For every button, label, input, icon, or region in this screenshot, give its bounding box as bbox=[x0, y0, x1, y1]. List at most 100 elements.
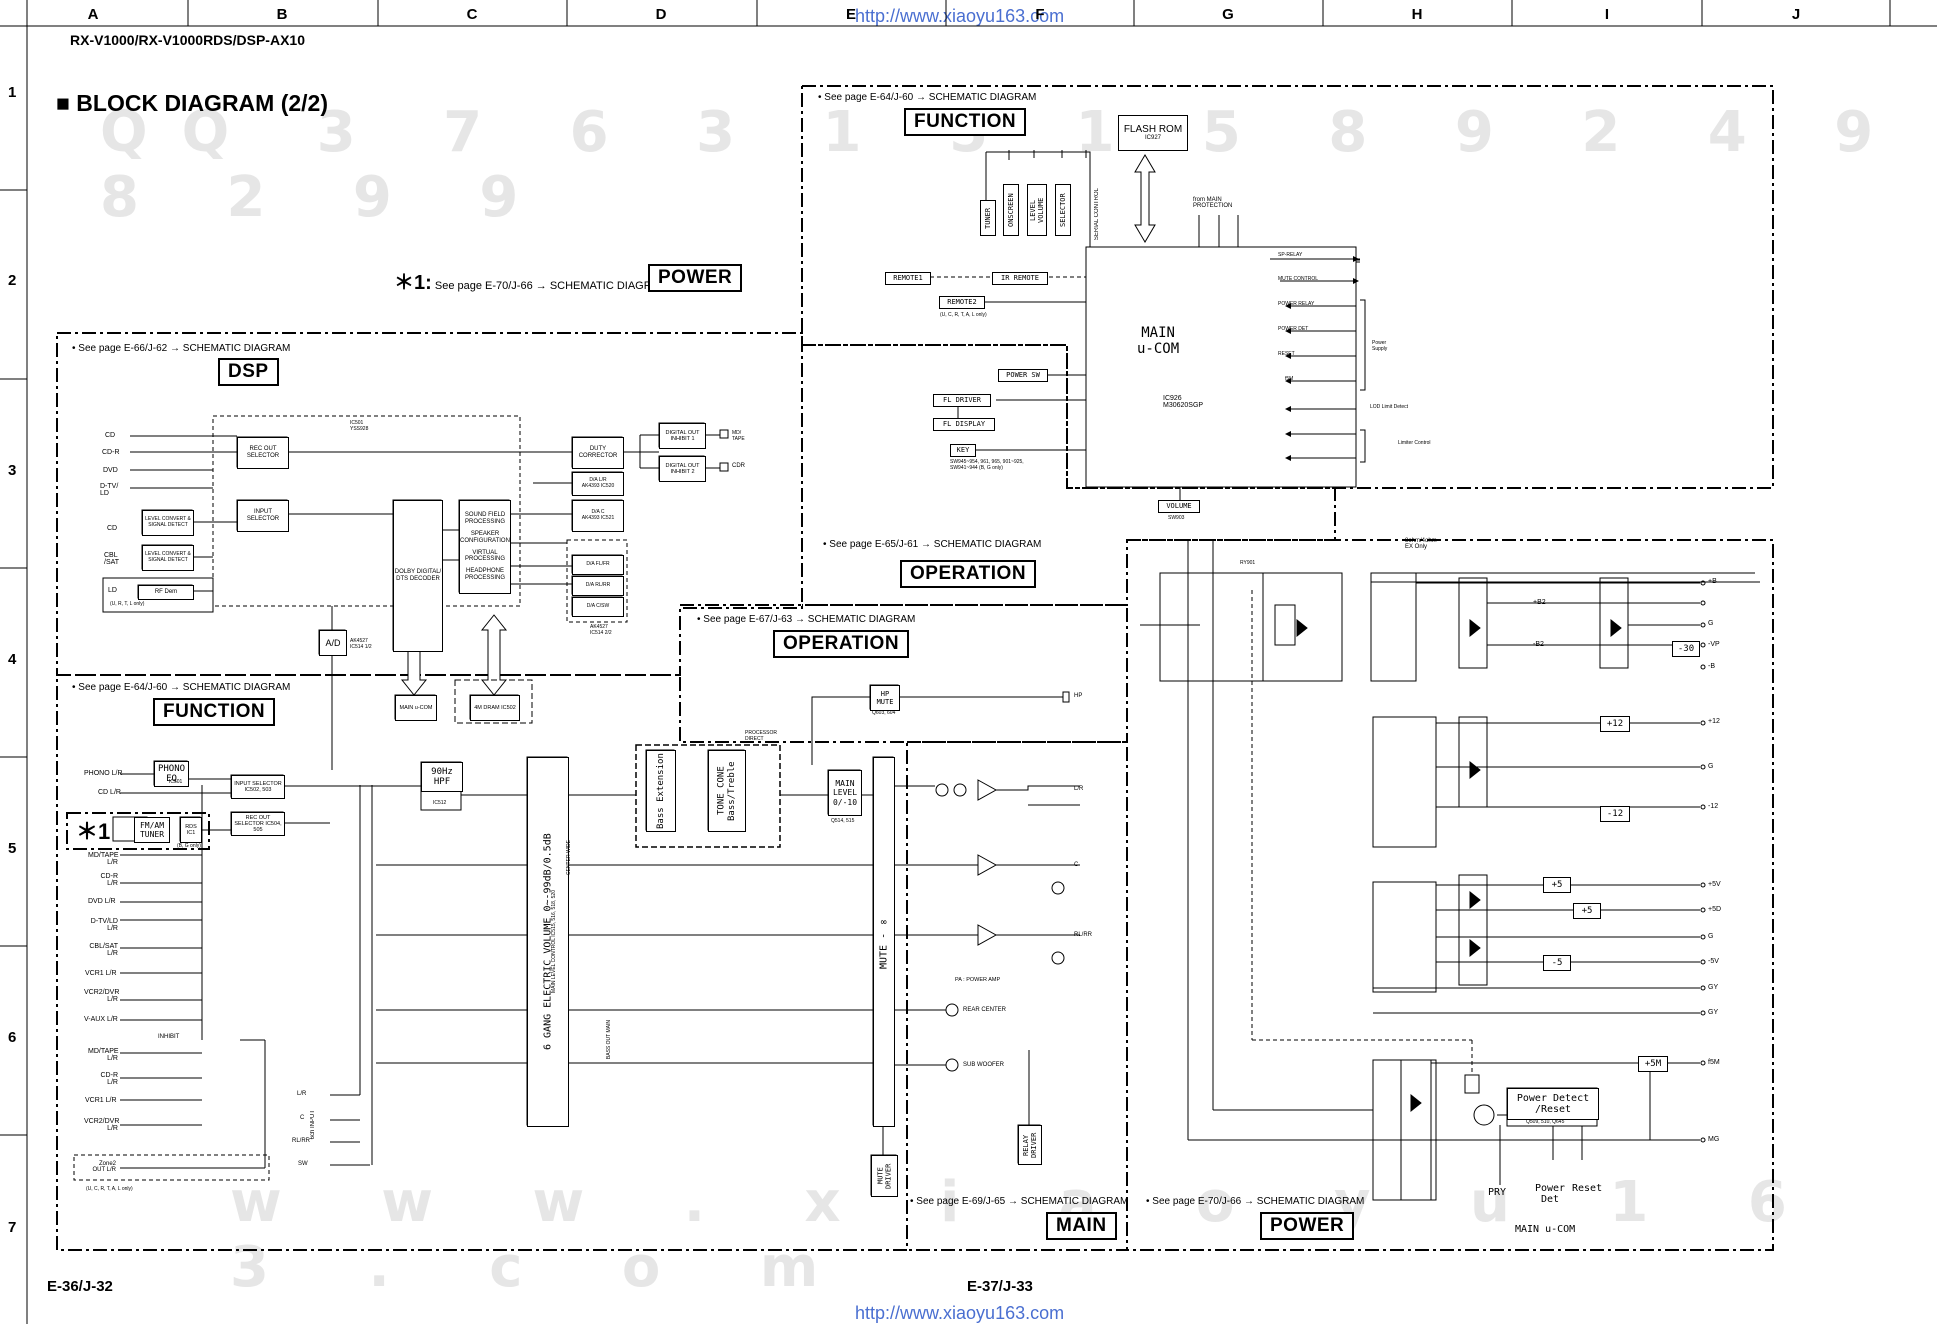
in-vcr1: VCR1 L/R bbox=[85, 970, 117, 977]
tone-control: TONE CONE Bass/Treble bbox=[708, 750, 746, 832]
operation-1-label: OPERATION bbox=[900, 560, 1037, 588]
function-bottom-label: FUNCTION bbox=[153, 698, 276, 726]
mcu-out-sp-relay: SP-RELAY bbox=[1278, 252, 1303, 258]
input-selector: INPUT SELECTOR IC502, 503 bbox=[231, 775, 285, 799]
reg-plus-5-a: +5 bbox=[1543, 877, 1571, 893]
cdr-out: CDR bbox=[732, 463, 745, 469]
operation-1-note: • See page E-65/J-61 → SCHEMATIC DIAGRAM bbox=[823, 539, 1042, 550]
signal-reset: Reset bbox=[1572, 1183, 1603, 1194]
rail-5v: +5V bbox=[1708, 881, 1721, 888]
mcu-out-power-relay: POWER RELAY bbox=[1278, 301, 1315, 307]
signal-pry: PRY bbox=[1488, 1187, 1507, 1198]
mcu-out-limiter: Limiter Control bbox=[1398, 440, 1431, 446]
zone2-out: Zone2 OUT L/R bbox=[92, 1161, 116, 1173]
bass-out-main: BASS OUT MAIN bbox=[606, 1020, 612, 1060]
remote1-input: REMOTE1 bbox=[885, 272, 931, 285]
dsp-main-ucom: MAIN u-COM bbox=[395, 695, 437, 721]
relay-driver: RELAY DRIVER bbox=[1018, 1125, 1042, 1165]
mcu-out-lod: LOD Limit Detect bbox=[1370, 404, 1409, 410]
dsp-in-cbl: CBL /SAT bbox=[104, 552, 120, 566]
mcu-out-mute-control: MUTE CONTROL bbox=[1278, 276, 1318, 282]
column-label: E bbox=[845, 6, 856, 23]
column-label: G bbox=[1222, 6, 1234, 23]
rec-out-selector: REC OUT SELECTOR IC504, 505 bbox=[231, 812, 285, 836]
hpf-ic: IC512 bbox=[433, 800, 447, 806]
row-label: 7 bbox=[8, 1219, 17, 1236]
fl-driver-input: FL DRIVER bbox=[933, 394, 991, 407]
dram: 4M DRAM IC502 bbox=[470, 695, 520, 721]
row-label: 5 bbox=[8, 840, 17, 857]
dsp-in-cd2: CD bbox=[107, 525, 118, 532]
power-ref-note: See page E-70/J-66 → SCHEMATIC DIAGRAM bbox=[434, 280, 669, 292]
in-dvd: DVD L/R bbox=[88, 898, 116, 905]
rail-minus-5v: -5V bbox=[1708, 958, 1719, 965]
main-ucom-ic: IC926 M30620SGP bbox=[1163, 395, 1204, 409]
rail-minus-b: -B bbox=[1708, 663, 1715, 670]
processor-direct: PROCESSOR DIRECT bbox=[745, 730, 777, 742]
page-number-left: E-36/J-32 bbox=[47, 1278, 113, 1295]
dsp-in-dtv: D-TV/ LD bbox=[100, 483, 119, 497]
reg-minus-12: -12 bbox=[1600, 806, 1630, 822]
rail-g3: G bbox=[1708, 933, 1714, 940]
function-top-note: • See page E-64/J-60 → SCHEMATIC DIAGRAM bbox=[818, 92, 1037, 103]
operation-2-note: • See page E-67/J-63 → SCHEMATIC DIAGRAM bbox=[697, 614, 916, 625]
power-supply-label: Power Supply bbox=[1372, 340, 1388, 352]
rail-minus-b2: -B2 bbox=[1533, 641, 1544, 648]
tuner-marker: ＊1 bbox=[76, 819, 111, 844]
rail-b: +B bbox=[1708, 578, 1717, 585]
page-number-right: E-37/J-33 bbox=[967, 1278, 1033, 1295]
rail-12: +12 bbox=[1708, 718, 1720, 725]
ad-converter: A/D bbox=[319, 630, 347, 656]
rail-gy1: GY bbox=[1708, 984, 1719, 991]
column-label: B bbox=[276, 6, 288, 23]
operation-2-label: OPERATION bbox=[773, 630, 910, 658]
background-watermark-letters: w w w . x i a o y u 1 6 3 . c o m bbox=[230, 1170, 1827, 1300]
rds-ic: RDS IC1 bbox=[180, 817, 202, 843]
fm-am-tuner: FM/AM TUNER bbox=[134, 817, 170, 843]
main-note: • See page E-69/J-65 → SCHEMATIC DIAGRAM bbox=[910, 1196, 1129, 1207]
serial-control-label: SERIAL CONTROL bbox=[1094, 188, 1100, 241]
in-vcr2: VCR2/DVR L/R bbox=[84, 989, 120, 1003]
ir-remote-chip: IR REMOTE bbox=[992, 272, 1048, 285]
in-cdr: CD-R L/R bbox=[100, 873, 119, 887]
level-convert-2: LEVEL CONVERT & SIGNAL DETECT bbox=[142, 545, 194, 571]
rail-gy2: GY bbox=[1708, 1009, 1719, 1016]
power-detect-reset: Power Detect /Reset bbox=[1507, 1088, 1599, 1120]
dac-csw: D/A C/SW bbox=[572, 597, 624, 617]
zone2-note: (U, C, R, T, A, L only) bbox=[86, 1186, 133, 1192]
out-vcr2: VCR2/DVR L/R bbox=[84, 1118, 120, 1132]
power-main-ucom: MAIN u-COM bbox=[1515, 1224, 1576, 1235]
electric-volume-sub: MAIN LEVEL CONTROL IC515, 516, 518, 520 bbox=[551, 890, 557, 994]
reg-minus-30: -30 bbox=[1672, 641, 1700, 657]
reg-plus-12: +12 bbox=[1600, 716, 1630, 732]
in-vaux: V-AUX L/R bbox=[84, 1016, 118, 1023]
dsp-label: DSP bbox=[218, 358, 279, 386]
electric-volume: 6 GANG ELECTRIC VOLUME 0~-99dB/0.5dB bbox=[527, 757, 569, 1127]
dsp-in-ld: LD bbox=[108, 587, 117, 594]
column-label: F bbox=[1035, 6, 1045, 23]
column-label: H bbox=[1411, 6, 1423, 23]
rf-note: (U, R, T, L only) bbox=[110, 601, 145, 607]
mute-block: MUTE - ∞ bbox=[873, 757, 895, 1127]
dsp-note: • See page E-66/J-62 → SCHEMATIC DIAGRAM bbox=[72, 343, 291, 354]
main-level-ic: Q514, 515 bbox=[831, 818, 855, 824]
mute-driver: MUTE DRIVER bbox=[871, 1155, 898, 1197]
reg-plus-5-b: +5 bbox=[1573, 903, 1601, 919]
column-label: I bbox=[1604, 6, 1610, 23]
row-label: 4 bbox=[8, 651, 17, 668]
mcu-out-reset: RESET bbox=[1278, 351, 1295, 357]
in-mdtape: MD/TAPE L/R bbox=[88, 852, 119, 866]
row-label: 1 bbox=[8, 84, 17, 101]
out-vcr1: VCR1 L/R bbox=[85, 1097, 117, 1104]
in-cbl: CBL/SAT L/R bbox=[89, 943, 118, 957]
dac-lr: D/A L/R AK4393 IC520 bbox=[572, 472, 624, 496]
main-out-sub-woofer: SUB WOOFER bbox=[963, 1062, 1005, 1068]
ch-in-rlrr: RL/RR bbox=[292, 1138, 311, 1144]
rf-dem: RF Dem bbox=[138, 585, 194, 600]
md-tape-out: MD/ TAPE bbox=[732, 430, 745, 442]
center-wide: CENTER WIDE bbox=[566, 840, 572, 875]
selector-selector: SELECTOR bbox=[1055, 184, 1071, 236]
page-title: ■ BLOCK DIAGRAM (2/2) bbox=[56, 90, 329, 116]
digital-out-1: DIGITAL OUT INHIBIT 1 bbox=[659, 423, 706, 449]
